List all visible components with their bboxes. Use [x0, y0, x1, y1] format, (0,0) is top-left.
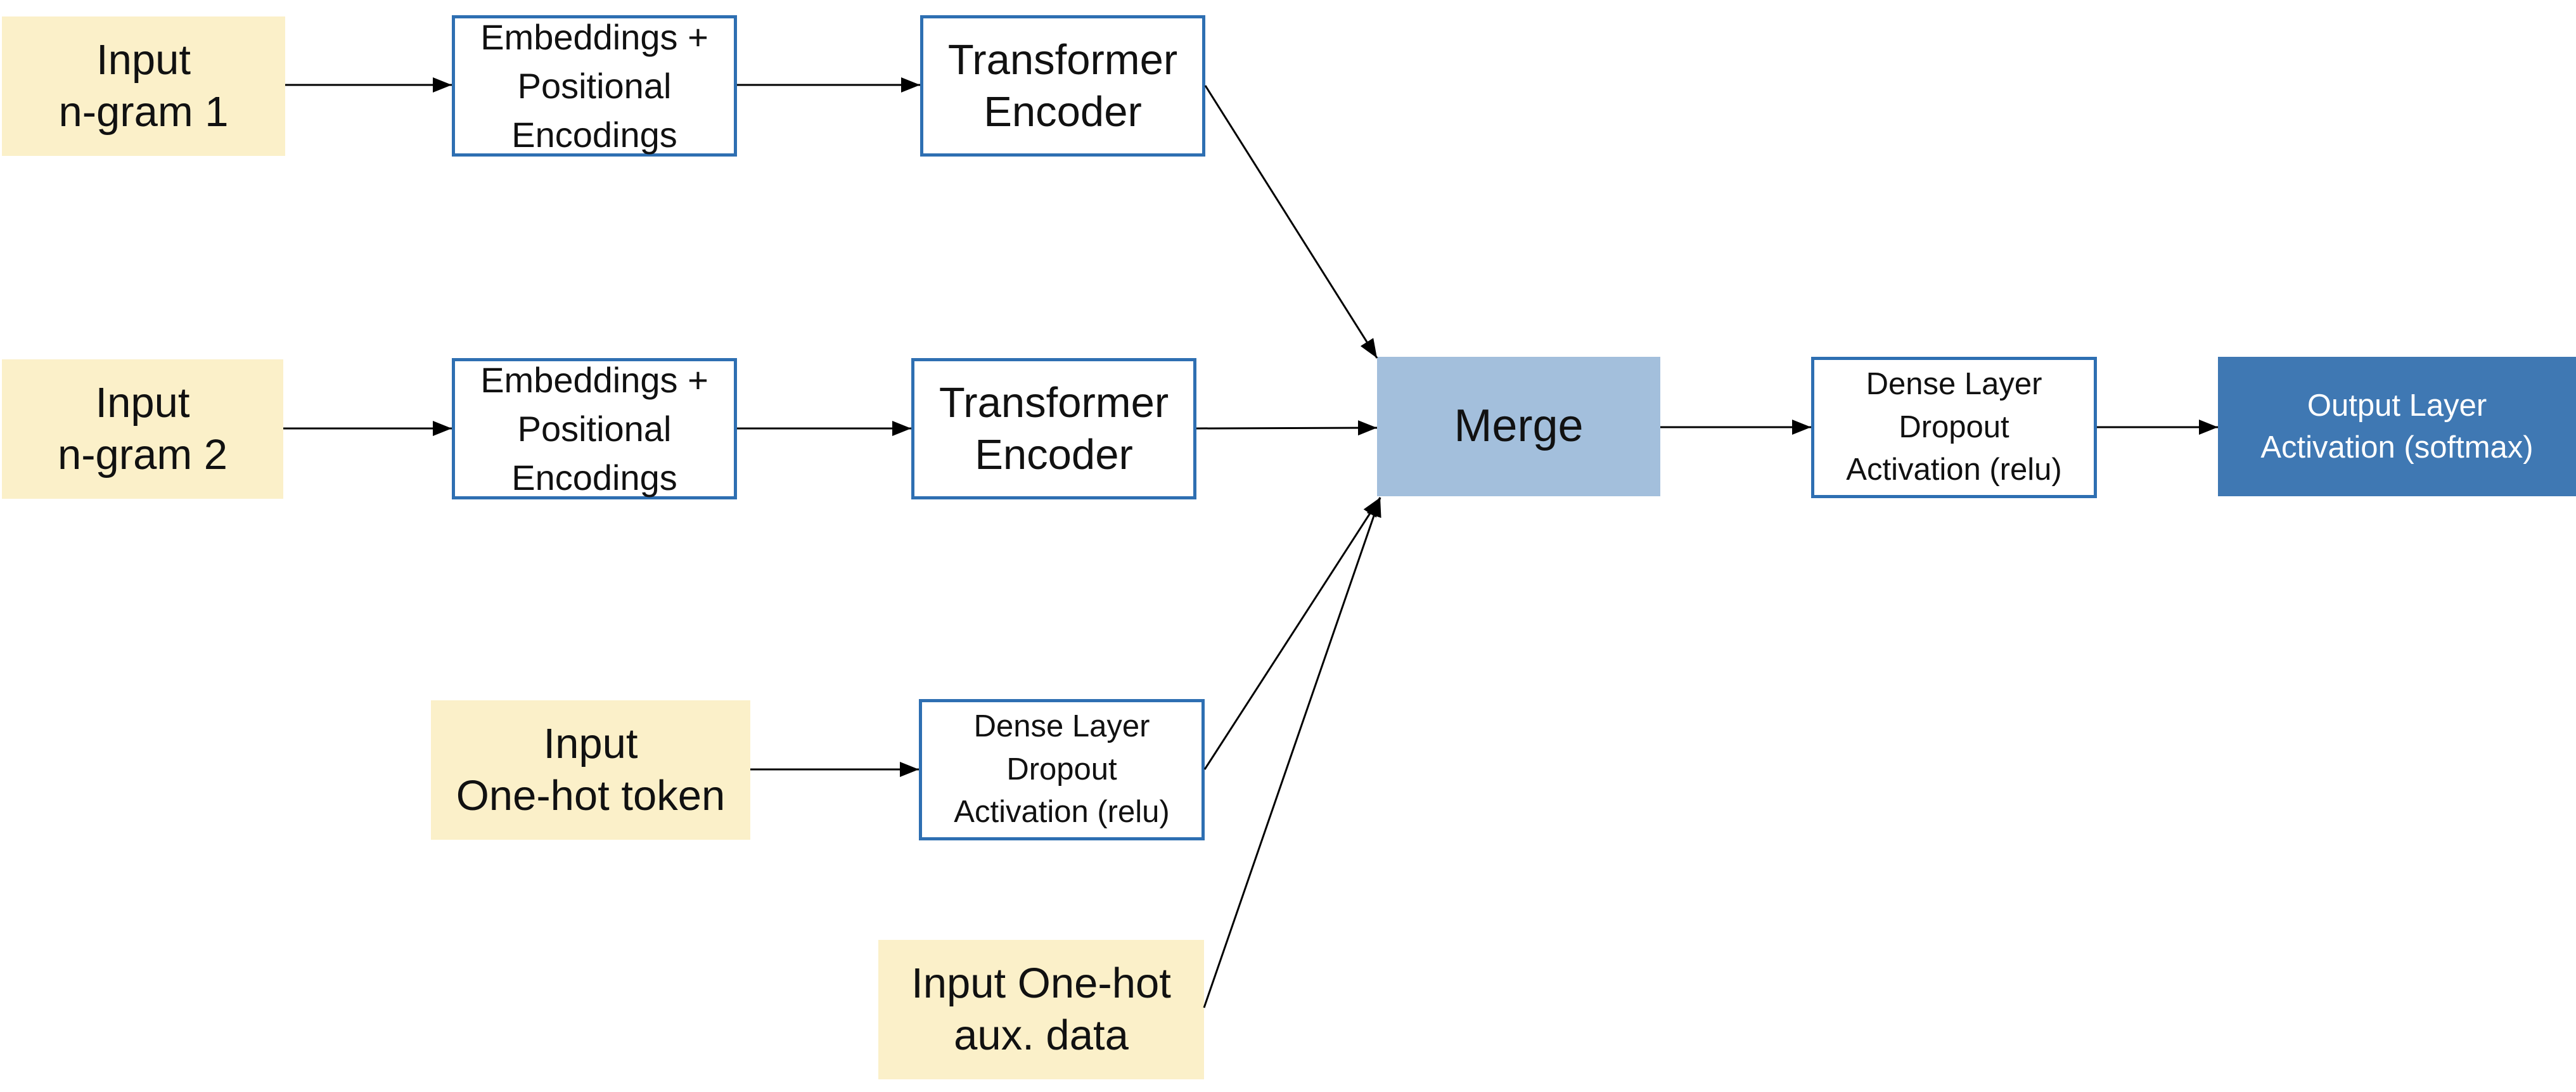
output-label-line1: Output Layer [2307, 388, 2487, 423]
input-ngram-1-box: Input n-gram 1 [2, 16, 285, 156]
transformer-encoder-box-2: Transformer Encoder [911, 358, 1196, 499]
input-onehot-token-title: Input [543, 720, 638, 768]
input-onehot-aux-subtitle: aux. data [954, 1012, 1129, 1059]
dense-label-line2: Dropout [1006, 752, 1117, 787]
transformer-encoder-box-1: Transformer Encoder [920, 15, 1205, 157]
input-ngram-2-box: Input n-gram 2 [2, 359, 283, 499]
embeddings-label-line3: Encodings [511, 115, 677, 155]
output-label-line2: Activation (softmax) [2260, 430, 2534, 465]
input-ngram-1-subtitle: n-gram 1 [58, 88, 229, 136]
dense-layer-box-token: Dense Layer Dropout Activation (relu) [919, 699, 1205, 840]
input-onehot-aux-box: Input One-hot aux. data [878, 940, 1204, 1079]
arrow-encoder1-to-merge [1204, 85, 1378, 359]
input-onehot-token-subtitle: One-hot token [456, 772, 726, 819]
input-ngram-2-title: Input [95, 379, 190, 427]
embeddings-label-line3: Encodings [511, 458, 677, 498]
output-layer-box: Output Layer Activation (softmax) [2218, 357, 2576, 496]
encoder-label-line2: Encoder [975, 430, 1133, 479]
dense-label-line3: Activation (relu) [1846, 453, 2062, 487]
dense-label-line1: Dense Layer [973, 709, 1150, 744]
encoder-label-line2: Encoder [984, 87, 1142, 136]
embeddings-label-line1: Embeddings + [480, 16, 708, 57]
input-onehot-token-box: Input One-hot token [431, 700, 750, 840]
merge-box: Merge [1377, 357, 1660, 496]
dense-label-line2: Dropout [1899, 409, 2009, 444]
embeddings-box-1: Embeddings + Positional Encodings [452, 15, 737, 157]
merge-label: Merge [1454, 401, 1584, 452]
arrow-dense1-to-merge [1203, 497, 1381, 770]
encoder-label-line1: Transformer [939, 378, 1169, 427]
input-onehot-aux-title: Input One-hot [911, 960, 1171, 1008]
embeddings-label-line2: Positional [517, 65, 672, 106]
arrow-input4-to-merge [1203, 497, 1381, 1008]
embeddings-label-line1: Embeddings + [480, 359, 708, 400]
dense-label-line3: Activation (relu) [954, 795, 1170, 830]
encoder-label-line1: Transformer [947, 35, 1178, 84]
input-ngram-1-title: Input [96, 36, 191, 84]
input-ngram-2-subtitle: n-gram 2 [57, 431, 228, 479]
embeddings-label-line2: Positional [517, 408, 672, 449]
embeddings-box-2: Embeddings + Positional Encodings [452, 358, 737, 499]
dense-label-line1: Dense Layer [1866, 367, 2042, 402]
dense-layer-box-merged: Dense Layer Dropout Activation (relu) [1811, 357, 2097, 498]
